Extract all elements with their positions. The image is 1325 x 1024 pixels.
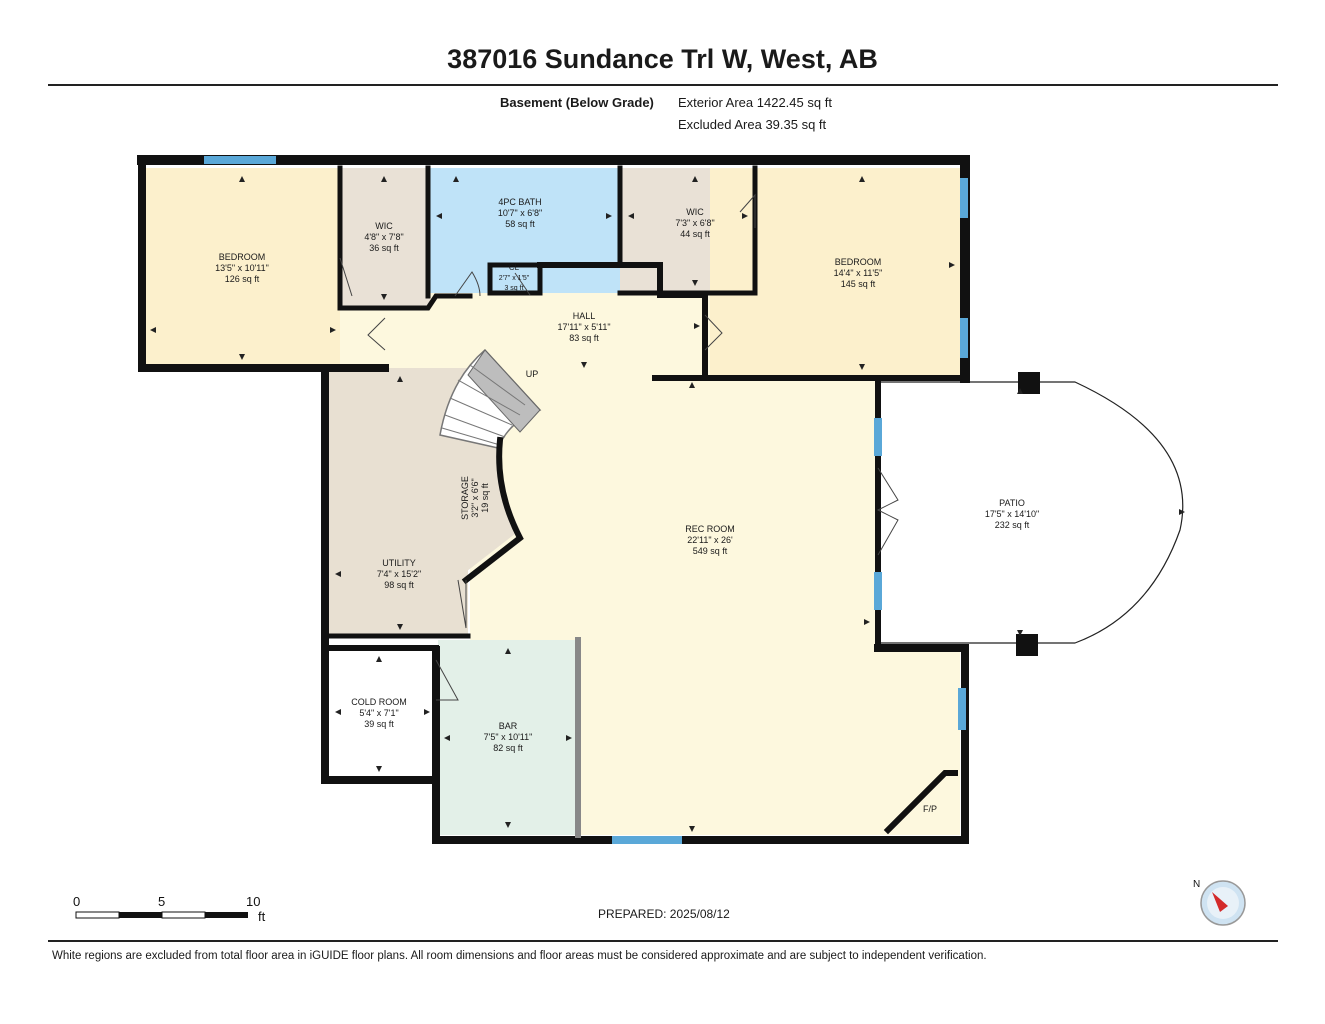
windows [204,156,968,844]
svg-text:N: N [1193,879,1200,890]
room-patio: PATIO 17'5" x 14'10" 232 sq ft [985,498,1039,530]
svg-text:98 sq ft: 98 sq ft [384,580,414,590]
svg-text:14'4" x 11'5": 14'4" x 11'5" [834,268,883,278]
room-fills [145,168,962,835]
svg-text:82 sq ft: 82 sq ft [493,743,523,753]
svg-text:17'11" x 5'11": 17'11" x 5'11" [557,322,610,332]
footer-divider [48,940,1278,942]
svg-text:2'7" x 1'5": 2'7" x 1'5" [499,275,530,282]
room-storage: STORAGE 3'2" x 6'6" 19 sq ft [460,476,490,520]
room-hall: HALL 17'11" x 5'11" 83 sq ft [557,311,610,343]
fireplace-label: F/P [923,804,937,814]
svg-text:HALL: HALL [573,311,596,321]
svg-text:WIC: WIC [686,207,704,217]
cold-room-fill [328,648,433,773]
room-rec-room: REC ROOM 22'11" x 26' 549 sq ft [685,524,735,556]
svg-text:STORAGE: STORAGE [460,476,470,520]
exterior-area-text: Exterior Area 1422.45 sq ft [678,95,832,110]
window-rec-1 [874,418,882,456]
svg-text:4PC BATH: 4PC BATH [498,197,541,207]
svg-text:36 sq ft: 36 sq ft [369,243,399,253]
staircase [439,348,542,449]
svg-text:83 sq ft: 83 sq ft [569,333,599,343]
svg-text:7'4" x 15'2": 7'4" x 15'2" [377,569,421,579]
wic-left-fill [340,168,430,308]
svg-text:CL: CL [509,263,520,272]
svg-text:17'5" x 14'10": 17'5" x 14'10" [985,509,1039,519]
room-utility: UTILITY 7'4" x 15'2" 98 sq ft [377,558,421,590]
doors [339,193,899,701]
bar-fill [438,640,578,835]
svg-text:7'3" x 6'8": 7'3" x 6'8" [675,218,714,228]
stairs-up-label: UP [526,369,539,379]
svg-text:WIC: WIC [375,221,393,231]
svg-text:3'2" x 6'6": 3'2" x 6'6" [470,478,480,517]
window-bottom [612,836,682,844]
svg-text:REC ROOM: REC ROOM [685,524,735,534]
scale-tick-5: 5 [158,894,165,909]
disclaimer-text: White regions are excluded from total fl… [52,950,987,962]
dimension-markers [150,176,1185,832]
svg-text:7'5" x 10'11": 7'5" x 10'11" [484,732,533,742]
svg-text:PATIO: PATIO [999,498,1025,508]
room-bedroom-left: BEDROOM 13'5" x 10'11" 126 sq ft [215,252,269,284]
window-bedroom-right-2 [960,318,968,358]
svg-text:145 sq ft: 145 sq ft [841,279,876,289]
window-bedroom-right-1 [960,178,968,218]
svg-text:39 sq ft: 39 sq ft [364,719,394,729]
room-bath: 4PC BATH 10'7" x 6'8" 58 sq ft [498,197,542,229]
patio-post-top [1018,372,1040,394]
svg-text:58 sq ft: 58 sq ft [505,219,535,229]
storage-fill [438,430,520,575]
svg-text:BEDROOM: BEDROOM [219,252,266,262]
svg-text:126 sq ft: 126 sq ft [225,274,260,284]
svg-text:4'8" x 7'8": 4'8" x 7'8" [364,232,403,242]
rec-room-lower-fill [580,645,960,835]
page-title: 387016 Sundance Trl W, West, AB [447,44,878,74]
patio-outline [880,381,1184,644]
svg-text:UTILITY: UTILITY [382,558,416,568]
svg-text:232 sq ft: 232 sq ft [995,520,1030,530]
excluded-area-text: Excluded Area 39.35 sq ft [678,117,827,132]
walls [137,155,970,844]
window-rec-2 [874,572,882,610]
patio-post-bottom [1016,634,1038,656]
svg-text:3 sq ft: 3 sq ft [504,285,523,292]
window-bedroom-left [204,156,276,164]
room-bar: BAR 7'5" x 10'11" 82 sq ft [484,721,533,753]
room-wic-right: WIC 7'3" x 6'8" 44 sq ft [675,207,714,239]
compass-icon: N [1193,879,1246,926]
svg-text:BEDROOM: BEDROOM [835,257,882,267]
bedroom-left-fill [145,168,340,368]
window-rec-3 [958,688,966,730]
bath-fill [430,168,620,293]
svg-text:13'5" x 10'11": 13'5" x 10'11" [215,263,269,273]
svg-text:44 sq ft: 44 sq ft [680,229,710,239]
svg-text:549 sq ft: 549 sq ft [693,546,728,556]
svg-text:COLD ROOM: COLD ROOM [351,697,407,707]
scale-bar: 0 5 10 ft [73,894,266,924]
room-closet: CL 2'7" x 1'5" 3 sq ft [499,263,530,292]
header-divider [48,84,1278,86]
bedroom-right-fill [710,168,962,378]
svg-text:5'4" x 7'1": 5'4" x 7'1" [359,708,398,718]
svg-text:10'7" x 6'8": 10'7" x 6'8" [498,208,542,218]
floor-level-label: Basement (Below Grade) [500,95,654,110]
room-wic-left: WIC 4'8" x 7'8" 36 sq ft [364,221,403,253]
scale-tick-10: 10 [246,894,260,909]
svg-text:BAR: BAR [499,721,518,731]
svg-text:22'11" x 26': 22'11" x 26' [687,535,733,545]
scale-tick-0: 0 [73,894,80,909]
prepared-date: PREPARED: 2025/08/12 [598,907,730,921]
svg-text:19 sq ft: 19 sq ft [480,483,490,513]
scale-unit: ft [258,909,266,924]
room-cold-room: COLD ROOM 5'4" x 7'1" 39 sq ft [351,697,407,729]
room-bedroom-right: BEDROOM 14'4" x 11'5" 145 sq ft [834,257,883,289]
